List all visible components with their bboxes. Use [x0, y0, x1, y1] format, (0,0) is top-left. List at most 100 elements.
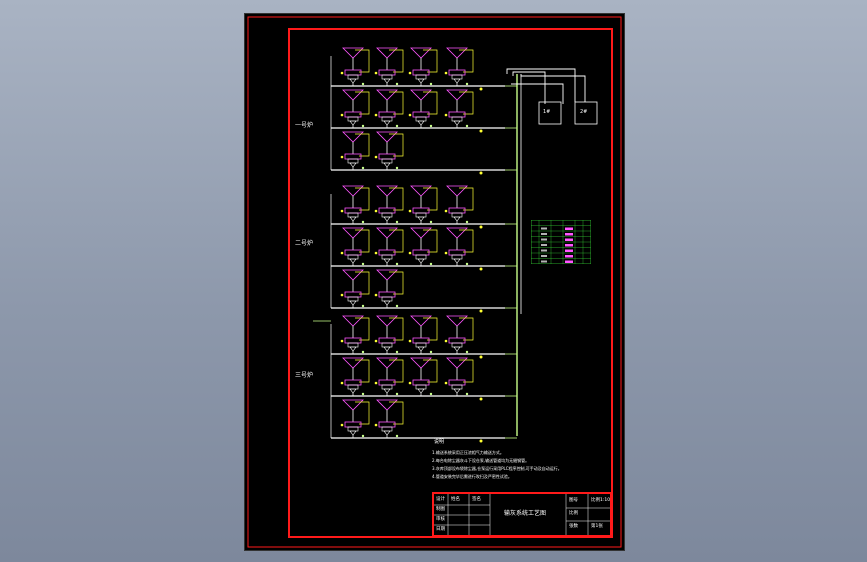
check-fitting	[361, 262, 365, 266]
ash-hopper	[376, 227, 398, 239]
check-fitting	[465, 82, 469, 86]
feed-loop	[459, 187, 474, 211]
vessel-body	[451, 212, 463, 218]
vessel-body	[347, 342, 359, 348]
ash-bin-unit	[408, 185, 438, 224]
transmitter-vessel	[412, 111, 430, 118]
legend-swatch	[565, 260, 573, 263]
ash-bin-unit	[340, 227, 370, 266]
feed-loop	[389, 229, 404, 253]
line-end-marker	[479, 397, 483, 401]
ash-bin-unit	[340, 357, 370, 396]
drawing-sheet: 一号炉 二号炉 三号炉 1# 2# 说明 1.输送系统采用正压浓相气力输送方式。…	[244, 13, 625, 551]
ash-bin-unit	[444, 315, 474, 354]
transmitter-vessel	[344, 337, 362, 344]
bin-row	[331, 315, 517, 359]
diagram-content	[313, 47, 598, 443]
feed-loop	[459, 229, 474, 253]
transmitter-vessel	[378, 153, 396, 160]
vessel-cone	[417, 120, 425, 126]
ash-bin-unit	[340, 399, 370, 438]
transmitter-vessel	[378, 421, 396, 428]
line-end-marker	[479, 309, 483, 313]
vessel-cone	[417, 78, 425, 84]
ash-bin-unit	[374, 315, 404, 354]
vessel-body	[451, 384, 463, 390]
ash-bin-unit	[444, 185, 474, 224]
feed-loop	[459, 91, 474, 115]
vessel-body	[415, 74, 427, 80]
vessel-body	[415, 116, 427, 122]
tb-cell-sign: 签名	[472, 497, 481, 502]
check-fitting	[465, 392, 469, 396]
legend-table	[531, 220, 591, 264]
bin-row	[331, 399, 517, 443]
notes-line-1: 1.输送系统采用正压浓相气力输送方式。	[432, 450, 504, 455]
valve-fitting	[444, 71, 448, 75]
line-end-marker	[479, 355, 483, 359]
vessel-body	[451, 74, 463, 80]
bin-row	[331, 131, 517, 175]
feed-loop	[389, 271, 404, 295]
tb-right-label-1: 图号	[569, 498, 578, 503]
check-fitting	[361, 124, 365, 128]
valve-fitting	[340, 155, 344, 159]
valve-fitting	[444, 251, 448, 255]
vessel-body	[451, 254, 463, 260]
vessel-cone	[453, 216, 461, 222]
feed-loop	[355, 49, 370, 73]
tb-label-draw: 制图	[436, 507, 445, 512]
tb-label-design: 设计	[436, 497, 445, 502]
check-fitting	[361, 304, 365, 308]
ash-hopper	[342, 357, 364, 369]
valve-fitting	[374, 423, 378, 427]
ash-hopper	[376, 47, 398, 59]
valve-fitting	[374, 155, 378, 159]
legend-swatch	[565, 227, 573, 230]
vessel-body	[415, 254, 427, 260]
transmitter-vessel	[412, 249, 430, 256]
transmitter-vessel	[378, 379, 396, 386]
transmitter-vessel	[378, 69, 396, 76]
valve-fitting	[340, 423, 344, 427]
vessel-body	[381, 426, 393, 432]
feed-loop	[423, 49, 438, 73]
bin-row	[331, 89, 517, 133]
legend-text-mark	[541, 238, 547, 241]
valve-fitting	[340, 71, 344, 75]
valve-fitting	[408, 113, 412, 117]
valve-fitting	[340, 381, 344, 385]
check-fitting	[361, 350, 365, 354]
vessel-body	[381, 212, 393, 218]
feed-loop	[389, 91, 404, 115]
feed-loop	[389, 187, 404, 211]
ash-hopper	[410, 89, 432, 101]
ash-bin-unit	[444, 47, 474, 86]
check-fitting	[361, 166, 365, 170]
transmitter-vessel	[378, 111, 396, 118]
transmitter-vessel	[412, 69, 430, 76]
vessel-cone	[453, 78, 461, 84]
ash-hopper	[342, 269, 364, 281]
ash-hopper	[376, 399, 398, 411]
vessel-body	[347, 384, 359, 390]
check-fitting	[395, 166, 399, 170]
ash-bin-unit	[374, 47, 404, 86]
valve-fitting	[374, 113, 378, 117]
valve-fitting	[340, 293, 344, 297]
ash-hopper	[446, 227, 468, 239]
valve-fitting	[374, 209, 378, 213]
ash-bin-unit	[374, 131, 404, 170]
feed-loop	[389, 317, 404, 341]
ash-bin-unit	[374, 89, 404, 128]
ash-bin-unit	[374, 357, 404, 396]
notes-line-3: 3.灰库顶部设布袋除尘器,仓泵运行采用PLC程序控制,可手动及自动运行。	[432, 466, 562, 471]
ash-hopper	[446, 89, 468, 101]
valve-fitting	[340, 209, 344, 213]
vessel-cone	[453, 346, 461, 352]
transmitter-vessel	[448, 207, 466, 214]
vessel-cone	[349, 216, 357, 222]
vessel-cone	[453, 258, 461, 264]
ash-bin-unit	[374, 269, 404, 308]
vessel-cone	[383, 258, 391, 264]
